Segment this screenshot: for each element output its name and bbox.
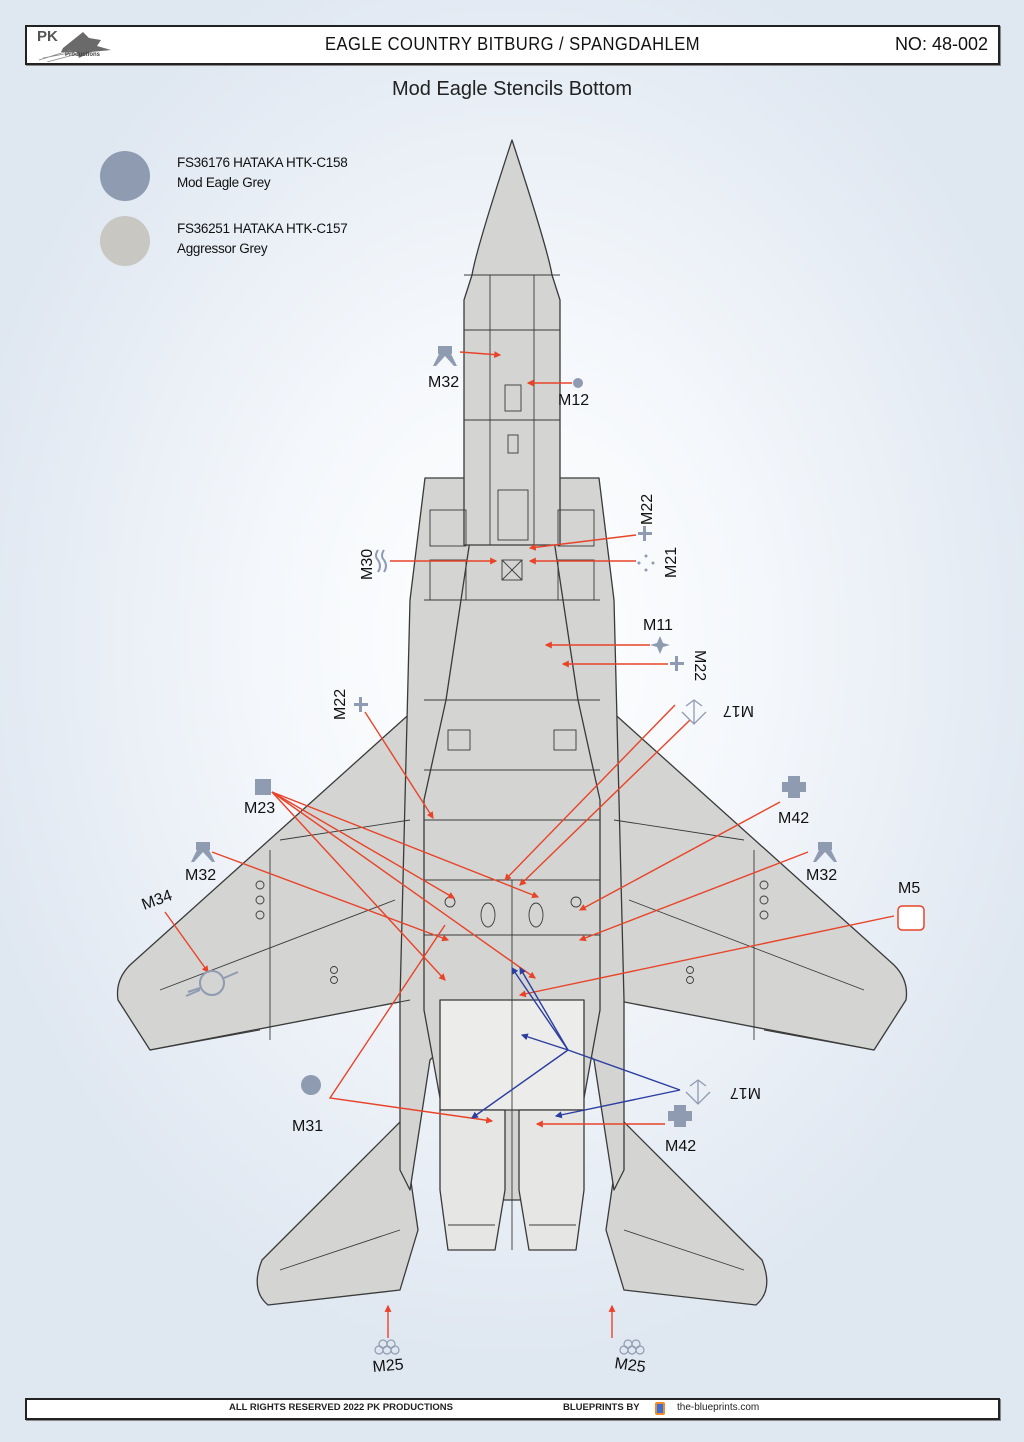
m34-insignia-icon: [185, 970, 239, 997]
legend-swatch-mod-eagle-grey: [100, 151, 150, 201]
left-exhaust: [439, 1109, 506, 1251]
blueprints-credit: BLUEPRINTS BY: [563, 1402, 640, 1413]
callout-m31: M31: [292, 1118, 323, 1135]
legend-name: Aggressor Grey: [177, 241, 268, 256]
sheet-number: NO: 48-002: [894, 34, 988, 54]
legend-item-aggressor-grey: FS36251 HATAKA HTK-C157 Aggressor Grey: [177, 219, 348, 259]
blue-leader-lines: [471, 966, 681, 1119]
legend-code: FS36176 HATAKA HTK-C158: [177, 155, 348, 170]
panel-lines: [149, 274, 875, 1271]
callout-m23: M23: [244, 800, 275, 817]
m17-lower-stencil-icon: [685, 1079, 711, 1105]
m31-stencil-icon: [301, 1075, 321, 1095]
red-leader-lines: [164, 351, 895, 1338]
page-subtitle: Mod Eagle Stencils Bottom: [391, 78, 633, 100]
jet-silhouette-icon: [38, 32, 111, 63]
pk-productions-logo: PK Productions: [31, 28, 121, 63]
m32-right-stencil-icon: [813, 842, 837, 862]
m22-upper-stencil-icon: [638, 526, 652, 541]
callout-m17-lower: M17: [730, 1084, 761, 1101]
blueprints-url[interactable]: the-blueprints.com: [677, 1402, 760, 1413]
callout-m22-left: M22: [332, 689, 349, 720]
m5-stencil-icon: [897, 905, 925, 931]
callout-m30: M30: [359, 549, 376, 580]
right-exhaust: [518, 1109, 585, 1251]
callout-m11: M11: [643, 617, 673, 634]
right-stabilator: [605, 1119, 768, 1306]
callout-m32-nose: M32: [428, 374, 459, 391]
callout-m22-upper: M22: [639, 494, 656, 525]
m17-upper-stencil-icon: [681, 699, 707, 725]
m25-right-stencil-icon: [619, 1339, 645, 1355]
callout-m5: M5: [898, 880, 920, 897]
callout-m42-lower: M42: [665, 1138, 696, 1155]
logo-text: PK: [37, 28, 58, 45]
legend-code: FS36251 HATAKA HTK-C157: [177, 221, 348, 236]
m30-stencil-icon: [375, 549, 387, 573]
blueprints-logo-icon: [655, 1402, 665, 1415]
m25-left-stencil-icon: [374, 1339, 400, 1355]
m11-stencil-icon: [650, 636, 670, 654]
m32-left-stencil-icon: [191, 842, 215, 862]
m12-stencil-icon: [573, 378, 583, 388]
m42-upper-stencil-icon: [782, 776, 806, 798]
legend-item-mod-eagle-grey: FS36176 HATAKA HTK-C158 Mod Eagle Grey: [177, 153, 348, 193]
callout-m12: M12: [558, 392, 589, 409]
m32-nose-stencil-icon: [433, 346, 457, 366]
m22-right-stencil-icon: [670, 656, 684, 671]
callout-m17-upper: M17: [723, 702, 754, 719]
footer-bar: ALL RIGHTS RESERVED 2022 PK PRODUCTIONS …: [25, 1398, 1000, 1420]
callout-m25-right: M25: [613, 1355, 646, 1376]
callout-m34: M34: [140, 887, 175, 914]
sheet-title: EAGLE COUNTRY BITBURG / SPANGDAHLEM: [325, 34, 700, 54]
m21-stencil-icon: [637, 554, 655, 572]
callout-m22-right: M22: [691, 650, 708, 681]
callout-m32-right: M32: [806, 867, 837, 884]
nose-section: [463, 139, 561, 546]
logo-subtext: Productions: [65, 52, 101, 58]
m23-stencil-icon: [255, 779, 271, 795]
left-wing: [116, 699, 426, 1051]
callout-m25-left: M25: [372, 1356, 405, 1376]
legend-name: Mod Eagle Grey: [177, 175, 271, 190]
left-stabilator: [256, 1119, 419, 1306]
header-bar: PK Productions EAGLE COUNTRY BITBURG / S…: [25, 25, 1000, 65]
callout-m42-upper: M42: [778, 810, 809, 827]
callout-m32-left: M32: [185, 867, 216, 884]
m42-lower-stencil-icon: [668, 1105, 692, 1127]
callout-m21: M21: [663, 547, 680, 578]
copyright-text: ALL RIGHTS RESERVED 2022 PK PRODUCTIONS: [229, 1402, 454, 1413]
legend-swatch-aggressor-grey: [100, 216, 150, 266]
m22-left-stencil-icon: [354, 697, 368, 712]
